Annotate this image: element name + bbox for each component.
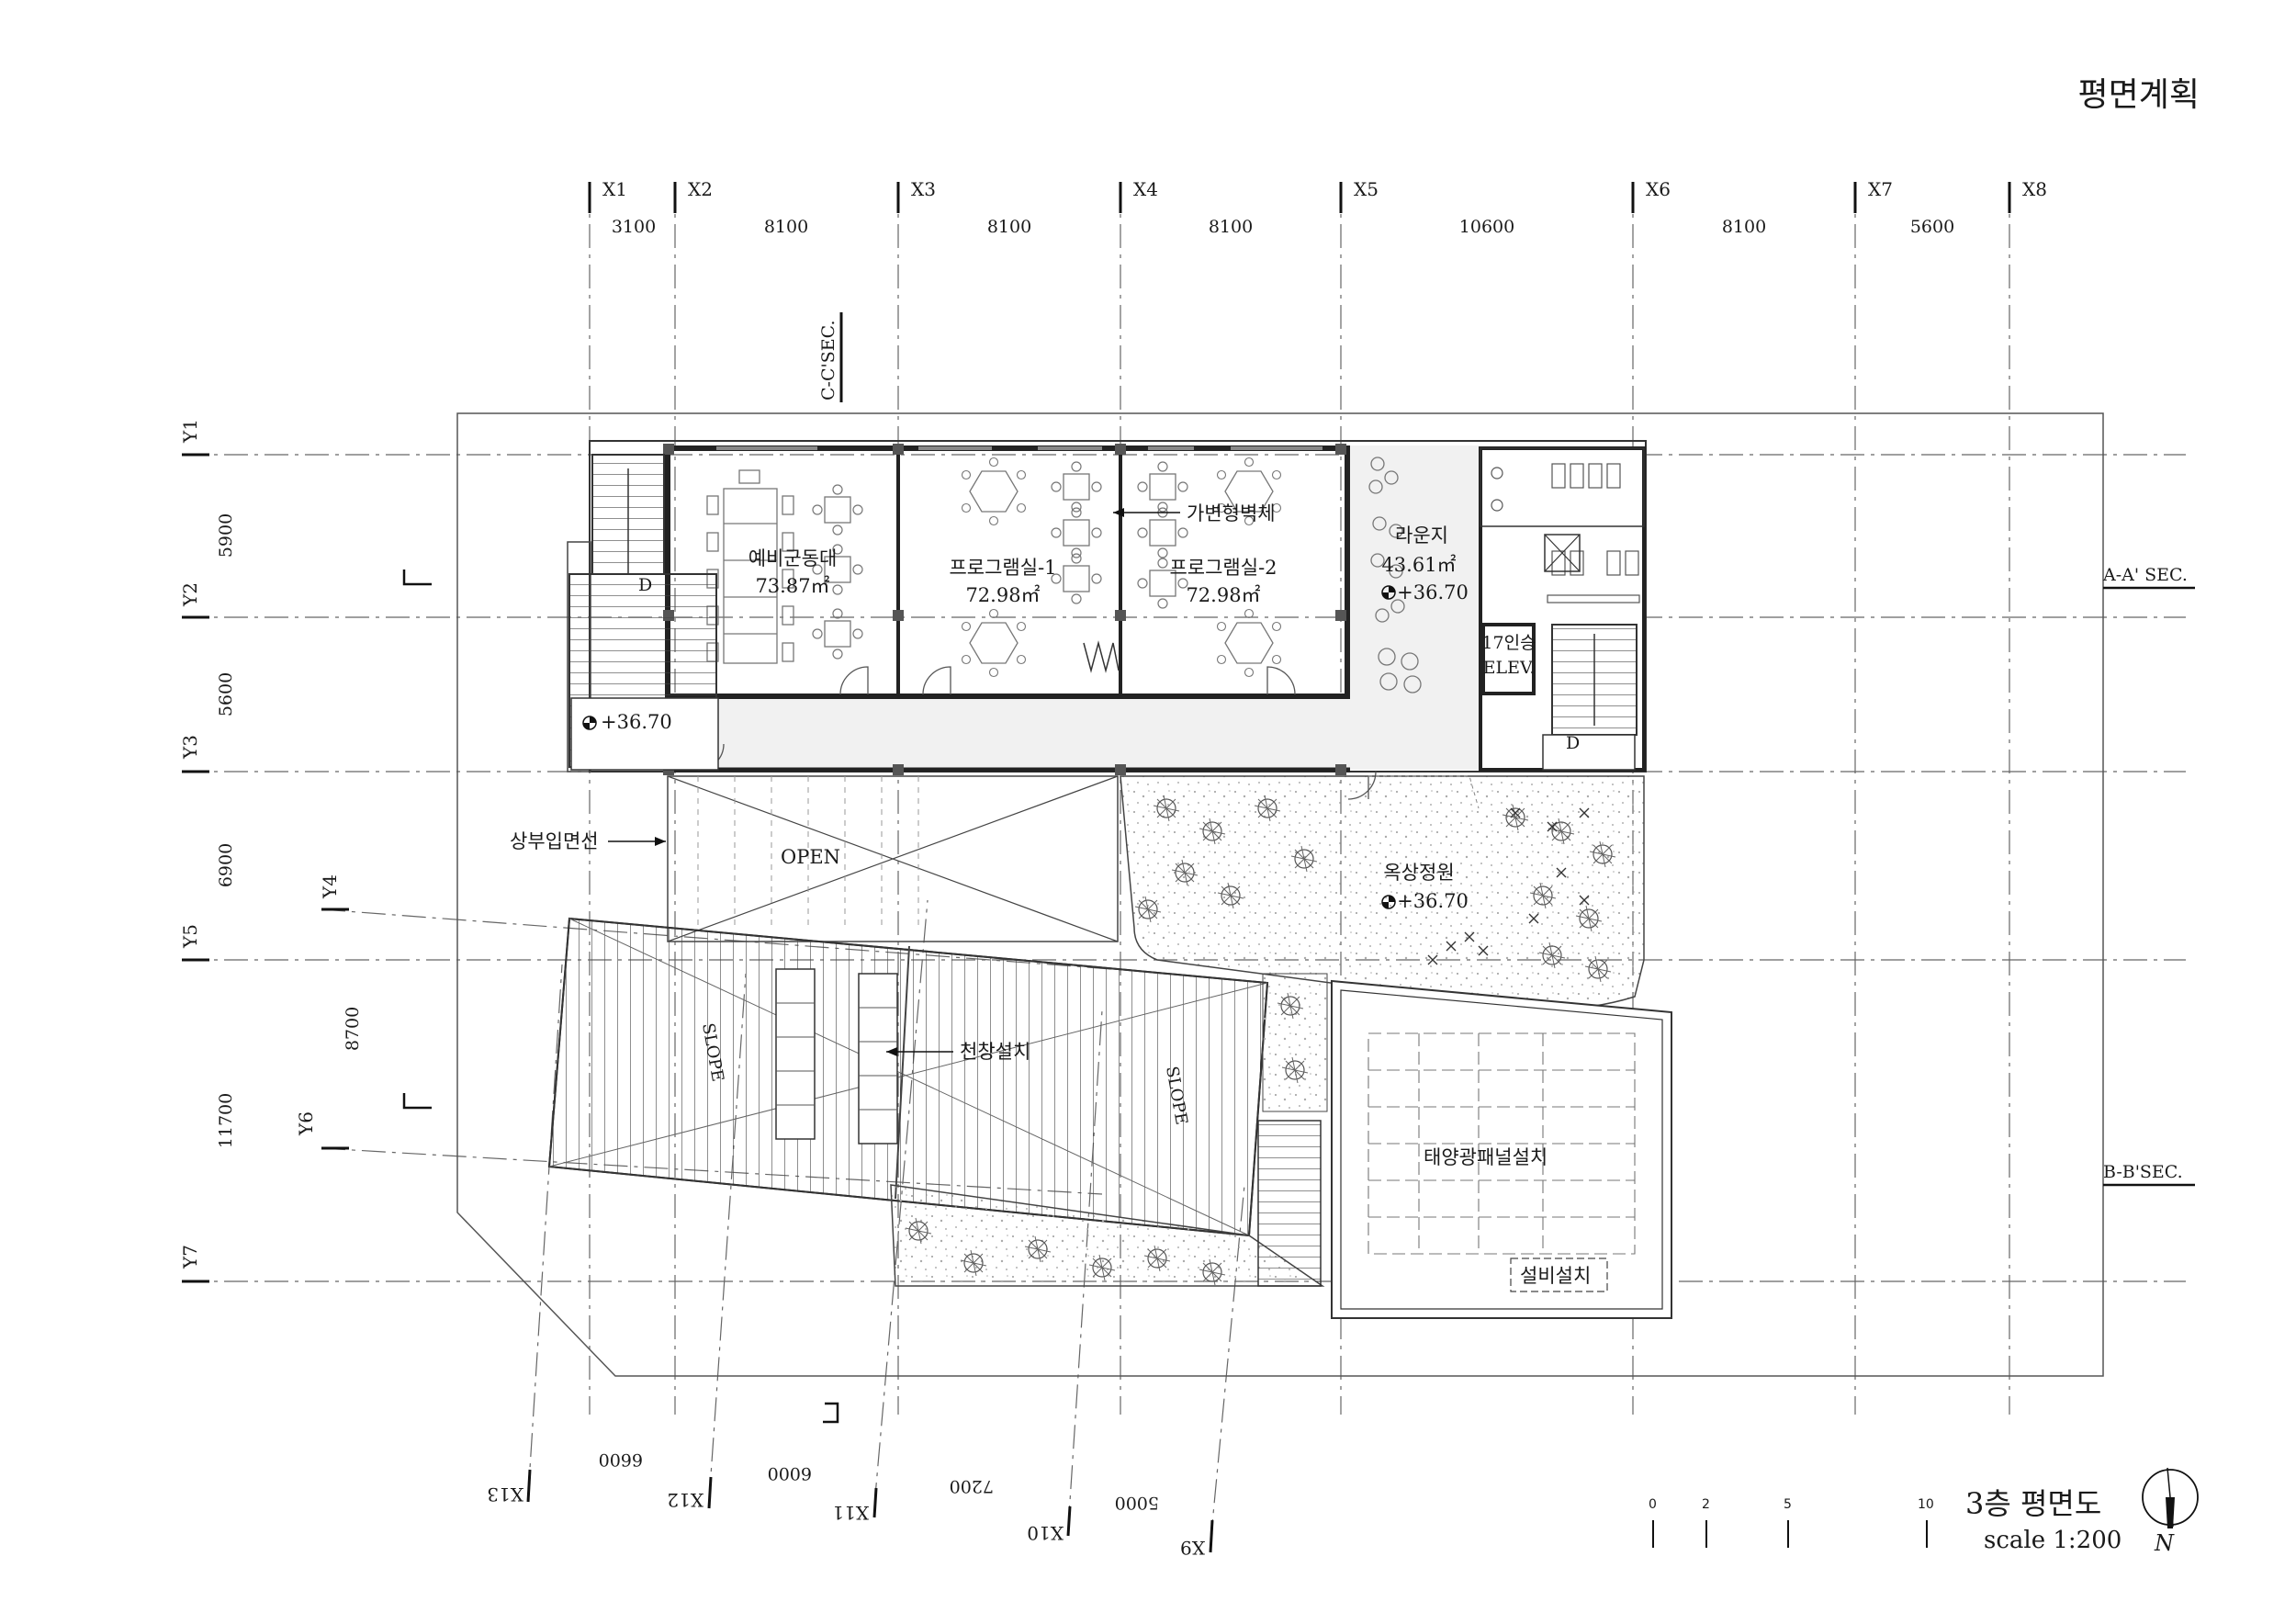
section-bb-label: B-B'SEC. <box>2103 1162 2183 1182</box>
room-area-reserve: 73.87㎡ <box>755 575 829 597</box>
drawing-title: 3층 평면도 <box>1965 1486 2101 1521</box>
page-title: 평면계획 <box>2078 76 2200 114</box>
open-area <box>667 775 1119 942</box>
north-label: N <box>2154 1530 2175 1556</box>
dimension-label: 8100 <box>764 217 808 237</box>
axis-label: X5 <box>1354 178 1379 200</box>
north-arrow-icon <box>2142 1467 2199 1528</box>
axis-label: Y5 <box>179 924 201 949</box>
solar-panel-roof <box>1331 979 1672 1319</box>
room-name-program2: 프로그램실-2 <box>1169 557 1277 579</box>
dimension-label: 7200 <box>950 1476 994 1496</box>
axis-label: Y4 <box>319 874 341 899</box>
open-label: OPEN <box>781 846 840 868</box>
room-level-garden: +36.70 <box>1397 890 1469 912</box>
section-cc-label: C-C'SEC. <box>818 320 838 400</box>
section-aa-label: A-A' SEC. <box>2102 565 2188 585</box>
skew-spacing-labels: 6600 6000 7200 5000 <box>599 1449 1159 1513</box>
annotations: 가변형벽체 +36.70 상부입면선 OPEN SLOPE SLOPE 천창설치… <box>510 502 1591 1287</box>
skew-axis-labels: X13 X12 X11 X10 X9 <box>487 1483 1205 1559</box>
x-axis-labels: X1 X2 X3 X4 X5 X6 X7 X8 <box>602 178 2047 200</box>
axis-label: X12 <box>667 1489 703 1511</box>
dimension-label: 5000 <box>1115 1493 1159 1513</box>
title-block: 3층 평면도 scale 1:200 0 2 5 10 N <box>1649 1467 2199 1556</box>
axis-label: X10 <box>1027 1522 1064 1544</box>
dimension-label: 10600 <box>1459 217 1514 237</box>
level-marker-icons <box>582 585 1396 909</box>
room-area-lounge: 43.61㎡ <box>1381 554 1456 576</box>
dimension-label: 6600 <box>599 1449 643 1470</box>
room-name-garden: 옥상정원 <box>1383 862 1454 884</box>
skew-axis-ticks <box>526 1469 1214 1553</box>
elevator-label: ELEV. <box>1483 658 1536 678</box>
room-labels: 예비군동대 73.87㎡ 프로그램실-1 72.98㎡ 프로그램실-2 72.9… <box>748 524 1536 912</box>
solar-panel-label: 태양광패널설치 <box>1424 1146 1548 1168</box>
y-axis-labels: Y1 Y2 Y3 Y4 Y5 Y6 Y7 <box>179 419 341 1269</box>
dimension-label: 5600 <box>1910 217 1954 237</box>
rooftop-garden <box>1120 775 1645 1010</box>
dimension-label: 6900 <box>216 843 236 887</box>
dimension-label: 5600 <box>216 672 236 716</box>
dimension-label: 8100 <box>987 217 1031 237</box>
room-name-reserve: 예비군동대 <box>748 547 838 570</box>
elevator-capacity: 17인승 <box>1481 633 1536 653</box>
axis-label: X9 <box>1180 1537 1205 1559</box>
axis-label: X2 <box>688 178 713 200</box>
axis-label: Y7 <box>179 1245 201 1269</box>
drawing-scale: scale 1:200 <box>1984 1527 2122 1554</box>
room-level-lounge: +36.70 <box>1397 581 1469 603</box>
axis-label: Y3 <box>179 735 201 760</box>
y-axis-ticks <box>182 453 349 1283</box>
scale-tick: 5 <box>1784 1497 1792 1512</box>
scale-bar: 0 2 5 10 <box>1649 1497 1934 1548</box>
site-boundary <box>456 412 2104 1377</box>
door-label-left: D <box>638 575 652 595</box>
scale-tick: 2 <box>1702 1497 1710 1512</box>
upper-outline-label: 상부입면선 <box>510 830 599 852</box>
x-spacing-labels: 3100 8100 8100 8100 10600 8100 5600 <box>612 217 1954 237</box>
axis-label: X8 <box>2022 178 2047 200</box>
dimension-label: 8700 <box>343 1007 363 1051</box>
axis-label: X6 <box>1646 178 1671 200</box>
stair-level-label: +36.70 <box>601 711 672 733</box>
axis-label: X4 <box>1133 178 1158 200</box>
y-spacing-labels: 5900 5600 6900 8700 11700 <box>216 513 363 1148</box>
movable-wall-label: 가변형벽체 <box>1187 502 1276 524</box>
axis-label: Y2 <box>179 582 201 607</box>
axis-label: X7 <box>1868 178 1893 200</box>
dimension-label: 8100 <box>1722 217 1766 237</box>
dimension-label: 6000 <box>768 1463 812 1483</box>
dimension-label: 5900 <box>216 513 236 558</box>
axis-label: X3 <box>911 178 936 200</box>
door-label-right: D <box>1566 733 1580 753</box>
room-area-program2: 72.98㎡ <box>1186 584 1260 606</box>
dimension-label: 8100 <box>1209 217 1253 237</box>
building-north-wing <box>567 440 1647 800</box>
scale-tick: 10 <box>1918 1497 1934 1512</box>
room-name-program1: 프로그램실-1 <box>949 557 1056 579</box>
axis-label: X13 <box>487 1483 523 1506</box>
axis-label: X1 <box>602 178 627 200</box>
axis-label: Y1 <box>179 419 201 444</box>
axis-label: Y6 <box>295 1111 317 1136</box>
sloped-roof <box>547 917 1328 1287</box>
axis-label: X11 <box>832 1502 869 1524</box>
room-area-program1: 72.98㎡ <box>965 584 1040 606</box>
section-markers: C-C'SEC. A-A' SEC. B-B'SEC. <box>402 312 2195 1424</box>
x-axis-ticks <box>588 182 2011 213</box>
dimension-label: 11700 <box>216 1093 236 1148</box>
room-name-lounge: 라운지 <box>1395 524 1448 547</box>
scale-tick: 0 <box>1649 1497 1657 1512</box>
dimension-label: 3100 <box>612 217 656 237</box>
equipment-label: 설비설치 <box>1520 1265 1591 1287</box>
skylight-label: 천창설치 <box>960 1041 1030 1063</box>
